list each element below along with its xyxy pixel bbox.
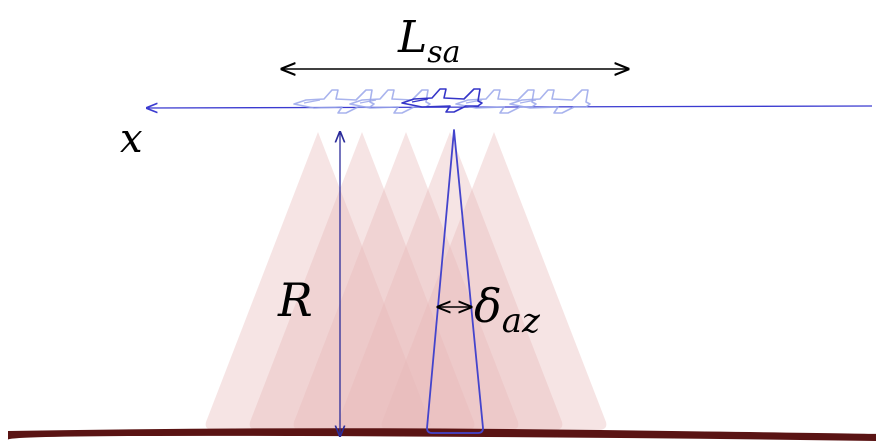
antenna-beam-footprint — [205, 132, 431, 430]
aircraft-positions — [293, 88, 591, 114]
aircraft-icon — [293, 89, 375, 114]
track-axis-label: x — [120, 116, 143, 162]
antenna-beam-footprint — [293, 132, 519, 430]
flight-track-line — [147, 106, 873, 108]
antenna-beams — [205, 132, 607, 430]
range-label: R — [277, 273, 313, 327]
antenna-beam-footprint — [249, 132, 475, 430]
antenna-beam-footprint — [337, 132, 563, 430]
aircraft-icon — [509, 89, 591, 114]
synthetic-beam-outline — [426, 129, 484, 434]
ground-surface — [7, 428, 876, 441]
aircraft-icon — [455, 89, 537, 114]
azimuth-resolution-label: δaz — [474, 279, 541, 341]
synthetic-aperture-label: Lsa — [397, 12, 461, 70]
antenna-beam-footprint — [381, 132, 607, 430]
